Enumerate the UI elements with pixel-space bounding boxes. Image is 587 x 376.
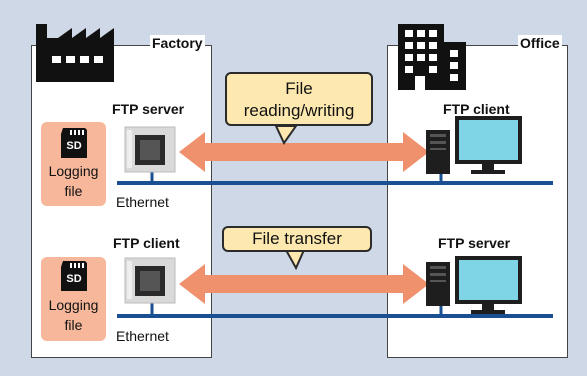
callout-file-reading-writing: File reading/writing [225,72,373,126]
sd-label: SD [66,140,82,152]
callout-line-2: reading/writing [243,101,355,120]
logging-label: Logging [48,163,99,179]
sd-label: SD [66,273,82,285]
ethernet-label-top: Ethernet [116,194,169,210]
office-building-icon [398,24,466,90]
double-arrow-bottom [179,264,429,304]
factory-icon [36,24,114,82]
file-label: file [64,183,83,199]
callout-file-transfer: File transfer [222,226,372,252]
logging-file-box-top: SD Logging file [41,122,106,206]
ftp-device-icon [124,257,176,304]
ftp-client-label-bottom: FTP client [113,235,180,251]
callout-line-1: File [285,79,313,98]
factory-label: Factory [150,35,205,51]
ethernet-label-bottom: Ethernet [116,328,169,344]
sd-card-icon [61,128,87,158]
computer-icon [426,256,522,314]
office-panel [387,45,568,358]
double-arrow-top [179,132,429,172]
ftp-server-label-bottom: FTP server [438,235,511,251]
ftp-device-icon [124,126,176,173]
office-label: Office [518,35,562,51]
callout-text: File transfer [252,229,342,248]
ftp-client-label-top: FTP client [443,101,510,117]
logging-label: Logging [48,297,99,313]
sd-card-icon [61,261,87,291]
file-label: file [64,317,83,333]
logging-file-box-bottom: SD Logging file [41,257,106,341]
computer-icon [426,116,522,174]
ftp-server-label-top: FTP server [112,101,185,117]
